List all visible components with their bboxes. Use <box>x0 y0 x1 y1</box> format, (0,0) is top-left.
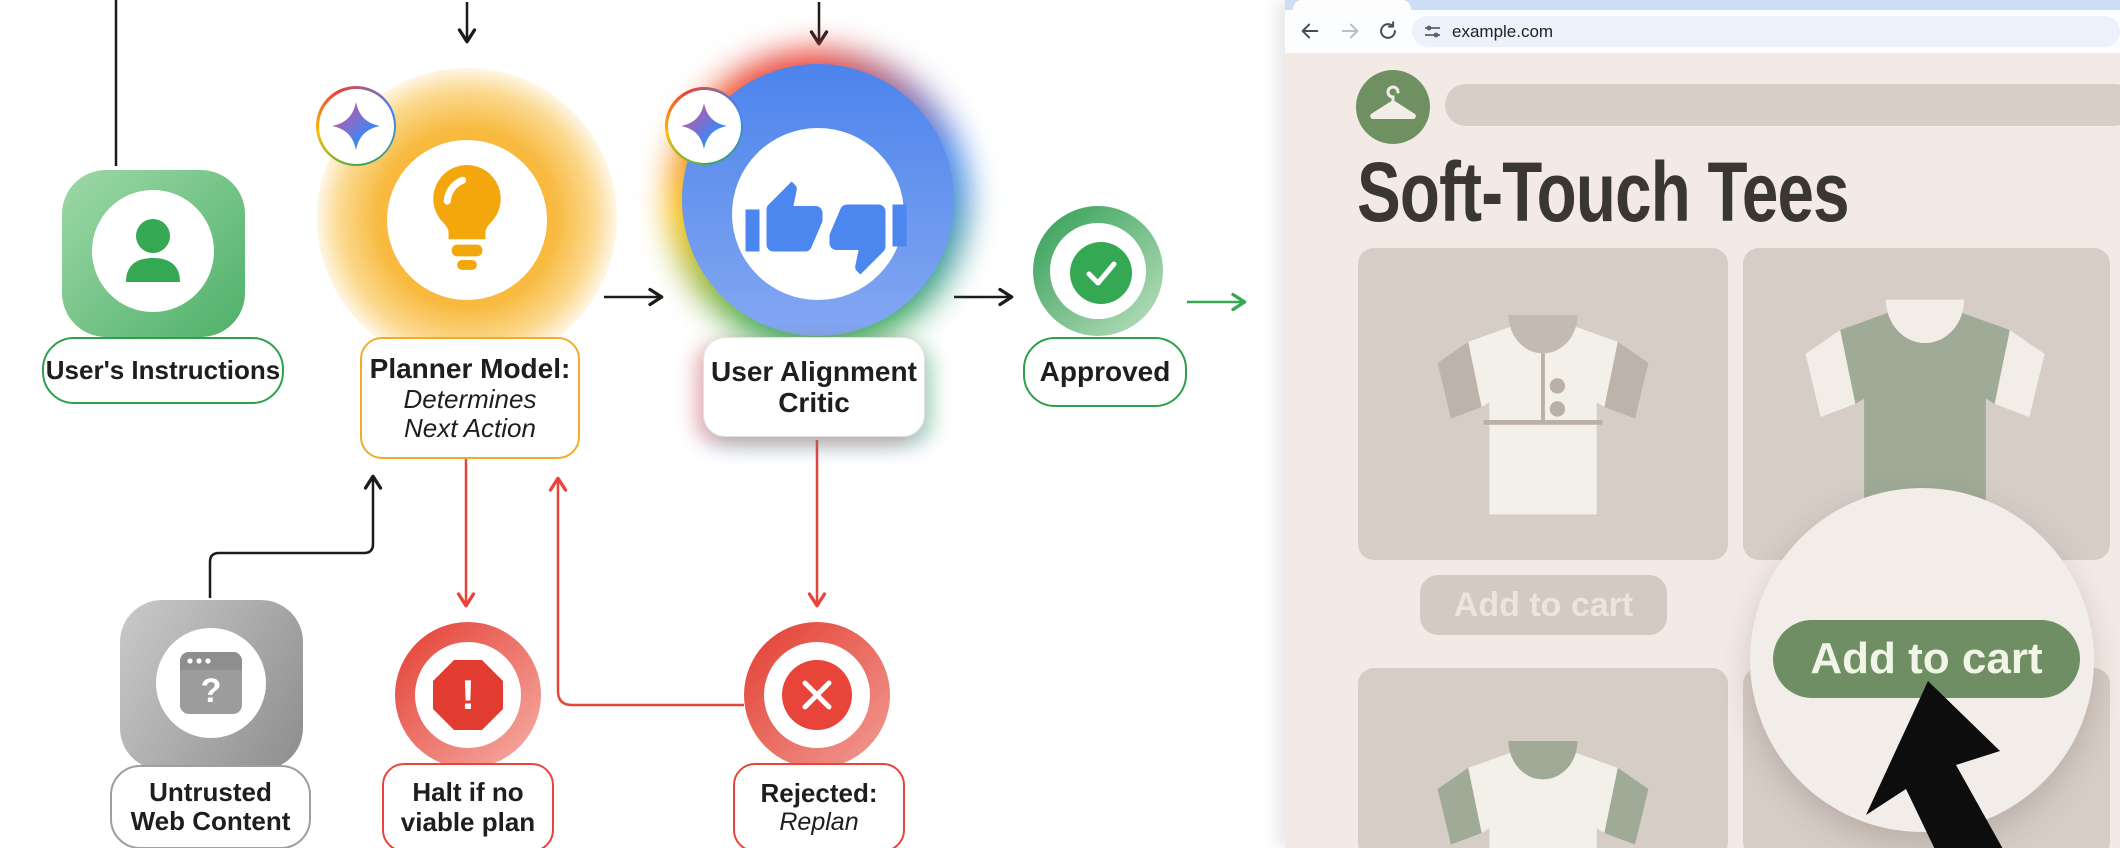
thumb-down-icon <box>829 204 907 275</box>
untrusted-label: Untrusted Web Content <box>110 765 311 848</box>
halt-label: Halt if no viable plan <box>382 763 554 848</box>
thumb-up-icon <box>745 181 823 252</box>
reload-icon <box>1380 21 1396 39</box>
untrusted-line-1: Untrusted <box>149 776 272 807</box>
halt-line-2: viable plan <box>400 806 536 837</box>
gemini-badge-planner <box>316 86 396 166</box>
critic-title-1: User Alignment <box>711 355 917 387</box>
back-button[interactable] <box>1298 19 1322 43</box>
gemini-star-icon <box>681 103 727 149</box>
tee-trim-image <box>1437 741 1649 848</box>
lightbulb-icon <box>433 165 501 270</box>
add-to-cart-label: Add to cart <box>1453 585 1634 624</box>
rejected-label: Rejected: Replan <box>733 763 905 848</box>
back-icon <box>1301 23 1319 39</box>
x-icon <box>802 680 832 710</box>
halt-line-1: Halt if no <box>412 777 524 808</box>
gemini-star-icon <box>332 102 380 150</box>
approved-label: Approved <box>1023 337 1187 407</box>
tee-green-image <box>1805 299 2045 526</box>
magnified-add-to-cart-label: Add to cart <box>1810 634 2043 683</box>
shop-page-title: Soft-Touch Tees <box>1357 145 1850 239</box>
planner-subtitle-1: Determines <box>403 383 537 414</box>
svg-text:?: ? <box>201 672 222 710</box>
untrusted-line-2: Web Content <box>130 806 291 836</box>
address-bar[interactable] <box>1412 16 2120 47</box>
critic-label: User Alignment Critic <box>703 337 925 437</box>
browser-active-tab[interactable] <box>1293 0 1411 10</box>
browser-tab-strip <box>1285 0 2120 10</box>
url-text[interactable]: example.com <box>1452 22 1554 41</box>
forward-button[interactable] <box>1338 19 1362 43</box>
shop-nav-placeholder <box>1445 84 2120 126</box>
untrusted-browser-icon: ? <box>180 652 242 714</box>
user-icon <box>126 219 180 282</box>
forward-icon <box>1341 23 1359 39</box>
cursor-icon <box>1866 681 2003 848</box>
planner-subtitle-2: Next Action <box>404 412 536 443</box>
hanger-icon <box>1370 85 1416 119</box>
check-icon <box>1086 261 1117 286</box>
tee-henley-image <box>1437 315 1649 515</box>
gemini-badge-critic <box>665 87 743 165</box>
reload-button[interactable] <box>1376 19 1400 43</box>
halt-stop-icon: ! <box>433 660 503 730</box>
planner-label: Planner Model: Determines Next Action <box>360 337 580 459</box>
user-instructions-label: User's Instructions <box>42 337 284 404</box>
rejected-subtitle: Replan <box>779 808 859 837</box>
diagram-connectors <box>114 0 1247 707</box>
planner-title: Planner Model: <box>369 353 571 385</box>
site-settings-icon[interactable] <box>1424 24 1441 39</box>
halt-exclamation: ! <box>461 671 475 718</box>
approved-check-circle <box>1070 242 1132 304</box>
rejected-title: Rejected: <box>760 777 878 808</box>
approved-text: Approved <box>1039 356 1171 388</box>
critic-title-2: Critic <box>778 387 850 418</box>
add-to-cart-button[interactable]: Add to cart <box>1420 575 1667 635</box>
user-instructions-text: User's Instructions <box>45 354 281 385</box>
